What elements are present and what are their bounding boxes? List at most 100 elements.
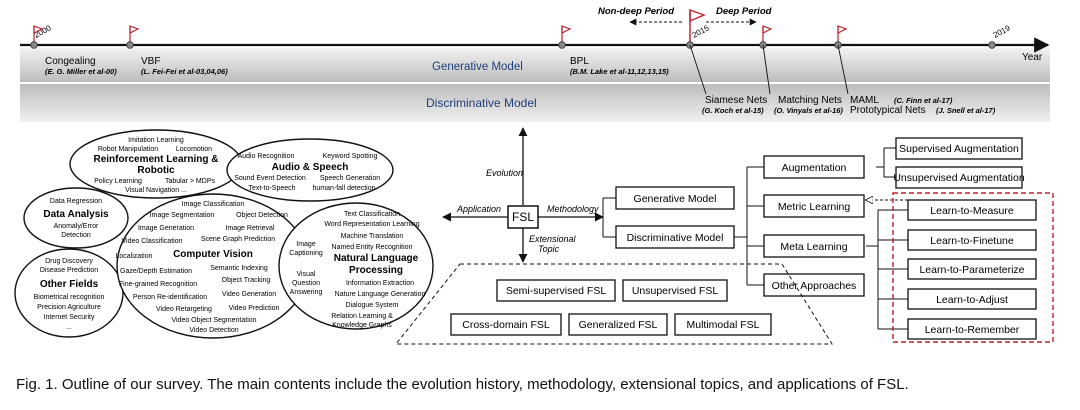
milestone-name: Siamese Nets: [705, 95, 767, 106]
other-approaches-box: [763, 273, 865, 297]
app-item: Information Extraction: [346, 280, 414, 287]
app-item: Sound Event Detection: [234, 175, 306, 182]
methodology-label: Methodology: [547, 204, 599, 214]
nlp-title: Processing: [349, 265, 403, 276]
app-item: human-fall detection: [312, 185, 375, 192]
app-item: Disease Prediction: [40, 267, 98, 274]
multimodal-fsl-box: [674, 313, 772, 336]
cross-domain-fsl-label: Cross-domain FSL: [462, 319, 550, 331]
app-item: Video Detection: [189, 327, 238, 334]
fsl-center: Evolution Application Methodology Extens…: [442, 127, 604, 263]
app-item: Anomaly/Error: [54, 223, 99, 230]
rl-title: Reinforcement Learning &: [93, 154, 218, 165]
app-item: Video Object Segmentation: [171, 317, 256, 324]
app-item: Internet Security: [44, 314, 95, 321]
milestone-name: Prototypical Nets: [850, 105, 926, 116]
figure-caption: Fig. 1. Outline of our survey. The main …: [16, 376, 909, 393]
learn-to-measure-label: Learn-to-Measure: [930, 205, 1014, 217]
unsupervised-fsl-label: Unsupervised FSL: [632, 285, 719, 297]
generative-model-box: [615, 186, 735, 210]
app-item: Machine Translation: [341, 233, 404, 240]
other-approaches-label: Other Approaches: [772, 280, 857, 292]
app-item: Relation Learning &: [331, 313, 393, 320]
app-item: Drug Discovery: [45, 258, 93, 265]
app-item: Knowledge Graphs: [332, 322, 392, 329]
app-item: Visual Navigation ...: [125, 187, 187, 194]
app-item: Text-to-Speech: [248, 185, 295, 192]
milestone-dot: [988, 41, 996, 49]
app-item: Person Re-identification: [133, 294, 207, 301]
app-item: Video Prediction: [229, 305, 280, 312]
milestone-ref: (B.M. Lake et al-11,12,13,15): [570, 67, 669, 76]
fsl-label: FSL: [512, 210, 534, 224]
app-item: Image Generation: [138, 225, 194, 232]
nlp-ellipse: [278, 202, 434, 330]
metric-learning-label: Metric Learning: [778, 201, 851, 213]
app-item: Precision Agriculture: [37, 304, 101, 311]
generalized-fsl-box: [568, 313, 668, 336]
augmentation-label: Augmentation: [782, 162, 847, 174]
learn-to-adjust-box: [907, 288, 1037, 310]
evolution-label: Evolution: [486, 168, 523, 178]
flag-icon: [689, 9, 706, 45]
milestone-name: Matching Nets: [778, 95, 842, 106]
app-item: Fine-grained Recognition: [119, 281, 197, 288]
unsupervised-augmentation-label: Unsupervised Augmentation: [893, 172, 1024, 184]
app-item: Localization: [116, 253, 153, 260]
generative-model-label: Generative Model: [634, 193, 717, 205]
generative-band-label: Generative Model: [432, 61, 523, 73]
app-item: Biometrical recognition: [34, 294, 105, 301]
app-item: Robot Manipulation: [98, 146, 158, 153]
other-fields-title: Other Fields: [40, 279, 99, 290]
app-item: Video Generation: [222, 291, 276, 298]
app-item: Visual: [297, 271, 316, 278]
app-item: Object Tracking: [222, 277, 271, 284]
app-item: Image Classification: [182, 201, 245, 208]
milestone-dot: [126, 41, 134, 49]
app-item: Video Retargeting: [156, 306, 212, 313]
app-item: Image Retrieval: [225, 225, 274, 232]
audio-speech-ellipse: [226, 138, 394, 202]
learn-to-parameterize-label: Learn-to-Parameterize: [919, 264, 1024, 276]
rl-title: Robotic: [137, 165, 175, 176]
app-item: Text Classification: [344, 211, 400, 218]
learn-to-finetune-label: Learn-to-Finetune: [930, 235, 1014, 247]
generalized-fsl-label: Generalized FSL: [579, 319, 658, 331]
supervised-augmentation-label: Supervised Augmentation: [899, 143, 1019, 155]
meta-learning-group-frame: [892, 192, 1054, 343]
learn-to-remember-label: Learn-to-Remember: [925, 324, 1020, 336]
connector-line: [837, 44, 849, 95]
augmentation-box: [763, 155, 865, 179]
milestone-name: Congealing: [45, 56, 96, 67]
app-item: Semantic Indexing: [210, 265, 268, 272]
learn-to-remember-box: [907, 318, 1037, 340]
extensional-label: Extensional: [529, 234, 577, 244]
app-item: Keyword Spotting: [323, 153, 378, 160]
app-item: Imitation Learning: [128, 137, 184, 144]
app-item: Captioning: [289, 250, 323, 257]
meta-learning-label: Meta Learning: [780, 241, 847, 253]
milestone-ref: (O. Vinyals et al-16): [774, 106, 843, 115]
milestone-ref: (J. Snell et al-17): [936, 106, 996, 115]
app-item: Locomotion: [176, 146, 212, 153]
app-item: Speech Generation: [320, 175, 380, 182]
app-item: Word Representation Learning: [324, 221, 419, 228]
milestone-dot: [30, 41, 38, 49]
milestone-ref: (L. Fei-Fei et al-03,04,06): [141, 67, 228, 76]
topics-trapezoid: [394, 263, 833, 345]
applications: Imitation Learning Robot Manipulation Lo…: [14, 129, 434, 339]
app-item: Question: [292, 280, 320, 287]
app-item: ...: [66, 324, 72, 331]
audio-title: Audio & Speech: [272, 162, 349, 173]
milestone-name: VBF: [141, 56, 160, 67]
app-item: Tabular > MDPs: [165, 178, 215, 185]
learn-to-measure-box: [907, 199, 1037, 221]
deep-period-label: Deep Period: [716, 6, 772, 17]
meta-learning-box: [763, 234, 865, 258]
fsl-box: [507, 205, 539, 229]
metric-learning-box: [763, 194, 865, 218]
other-fields-ellipse: [14, 248, 124, 338]
connector-line: [762, 44, 771, 95]
nlp-title: Natural Language: [334, 253, 419, 264]
